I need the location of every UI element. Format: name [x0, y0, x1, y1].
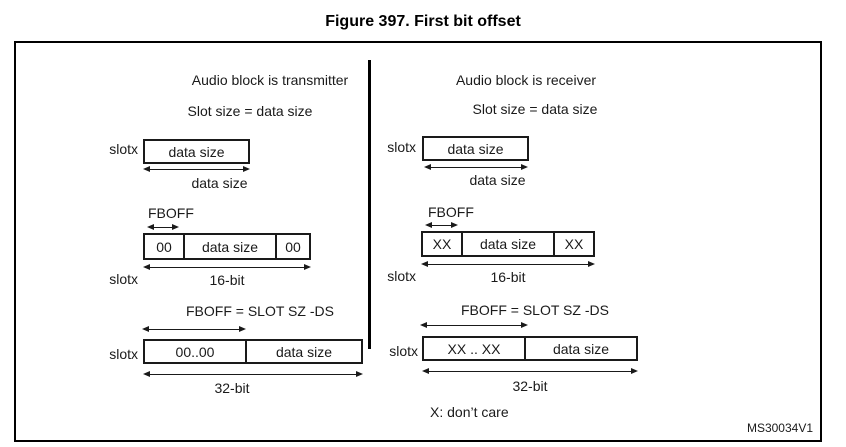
rx-row3-offset-label: FBOFF = SLOT SZ -DS — [461, 302, 609, 318]
rx-subheader: Slot size = data size — [472, 101, 598, 117]
rx-row3-width-arrow — [422, 368, 638, 375]
tx-row2-cell-0: 00 — [156, 238, 172, 255]
tx-row2-box: 00 data size 00 — [143, 233, 311, 260]
rx-row3-slot-label: slotx — [389, 343, 418, 359]
tx-row1-width-label: data size — [191, 175, 248, 191]
tx-row2-cell-2: 00 — [275, 235, 309, 258]
rx-row1-width-label: data size — [469, 172, 526, 188]
tx-row2-offset-label: FBOFF — [148, 205, 194, 221]
rx-row3-cell-0: XX .. XX — [447, 340, 501, 357]
rx-row2-cell-0: XX — [432, 236, 452, 252]
rx-row3-width-label: 32-bit — [512, 378, 548, 394]
rx-row1-width-arrow — [424, 164, 528, 171]
tx-row3-offset-arrow — [142, 326, 246, 333]
diagram-frame — [14, 41, 822, 442]
tx-row2-offset-arrow — [147, 224, 179, 231]
tx-row3-slot-label: slotx — [109, 346, 138, 362]
rx-row1-cell: data size — [447, 140, 504, 157]
rx-row1-slot-label: slotx — [387, 139, 416, 155]
rx-footnote: X: don’t care — [430, 404, 509, 420]
tx-row2-cell-1: data size — [183, 235, 275, 258]
tx-row1-box: data size — [143, 139, 250, 164]
tx-row3-width-arrow — [143, 371, 363, 378]
column-divider — [368, 60, 371, 349]
rx-row1-box: data size — [422, 136, 529, 161]
rx-header: Audio block is receiver — [455, 72, 597, 88]
rx-row2-cell-1: data size — [461, 233, 553, 255]
tx-header: Audio block is transmitter — [191, 72, 349, 88]
tx-row3-cell-1: data size — [245, 341, 361, 362]
tx-row3-cell-0: 00..00 — [175, 343, 215, 360]
rx-row3-offset-arrow — [420, 322, 528, 329]
tx-subheader: Slot size = data size — [187, 103, 313, 119]
figure-title: Figure 397. First bit offset — [325, 13, 521, 30]
tx-row1-width-arrow — [143, 166, 250, 173]
tx-row3-width-label: 32-bit — [214, 380, 250, 396]
rx-row2-slot-label: slotx — [387, 268, 416, 284]
rx-row3-cell-1: data size — [524, 338, 636, 359]
figure-watermark: MS30034V1 — [746, 421, 813, 435]
rx-row2-offset-label: FBOFF — [428, 204, 474, 220]
tx-row1-cell: data size — [168, 143, 225, 160]
tx-row3-box: 00..00 data size — [143, 339, 363, 364]
rx-row3-box: XX .. XX data size — [422, 336, 638, 361]
tx-row2-slot-label: slotx — [109, 271, 138, 287]
tx-row3-offset-label: FBOFF = SLOT SZ -DS — [186, 303, 334, 319]
tx-row2-width-arrow — [143, 264, 311, 271]
tx-row2-width-label: 16-bit — [209, 272, 245, 288]
rx-row2-width-arrow — [421, 261, 595, 268]
rx-row2-width-label: 16-bit — [490, 269, 526, 285]
rx-row2-offset-arrow — [425, 222, 458, 229]
rx-row2-box: XX data size XX — [421, 231, 595, 257]
tx-row1-slot-label: slotx — [109, 141, 138, 157]
rx-row2-cell-2: XX — [553, 233, 593, 255]
